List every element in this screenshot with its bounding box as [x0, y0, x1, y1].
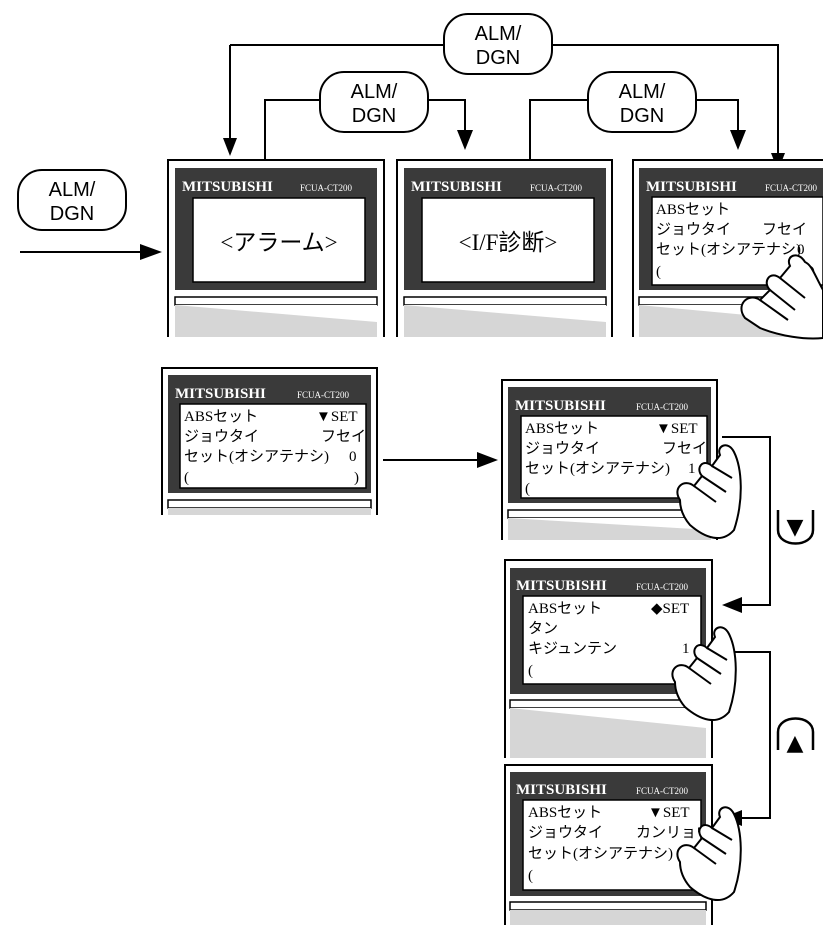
flow-line-inner-2: [529, 99, 739, 170]
flow-line-bracket-1: [722, 436, 771, 606]
arrowhead-inner-1: [457, 130, 473, 150]
alarm-screen-text: <アラーム>: [220, 230, 337, 255]
flow-line-inner-1: [264, 99, 466, 170]
model-label: FCUA-CT200: [636, 582, 689, 592]
model-label: FCUA-CT200: [765, 183, 818, 193]
flow-line-top-outer-h: [230, 44, 779, 165]
dgn-label: DGN: [50, 203, 94, 225]
screen-bracket: (: [656, 264, 661, 280]
up-arrow-icon: ▲: [787, 731, 804, 756]
screen-line: セット(オシアテナシ): [184, 449, 329, 465]
screen-bracket: ): [354, 470, 359, 486]
pointing-hand-icon: [676, 806, 742, 901]
brand-label: MITSUBISHI: [175, 386, 266, 402]
flow-line-bracket-2: [730, 651, 771, 819]
alm-label: ALM/: [475, 23, 522, 45]
brand-label: MITSUBISHI: [516, 782, 607, 798]
screen-line: キジュンテン: [528, 641, 617, 657]
model-label: FCUA-CT200: [636, 402, 689, 412]
screen-bracket: (: [184, 470, 189, 486]
device-if-diagnosis: MITSUBISHI FCUA-CT200 <I/F診断>: [396, 159, 613, 337]
screen-value: フセイ: [321, 429, 366, 445]
arrowhead-row2: [477, 452, 498, 468]
alm-dgn-button-top[interactable]: ALM/ DGN: [443, 13, 553, 75]
screen-line: ABSセット: [656, 202, 730, 218]
arrowhead-top-outer-left: [223, 138, 237, 156]
model-label: FCUA-CT200: [297, 390, 350, 400]
screen-value: 1: [688, 461, 696, 477]
device-alarm: MITSUBISHI FCUA-CT200 <アラーム>: [167, 159, 385, 337]
device-abs-done: MITSUBISHI FCUA-CT200 ABSセット ▼SET ジョウタイ …: [504, 764, 742, 925]
down-arrow-icon: ▼: [787, 515, 804, 540]
brand-label: MITSUBISHI: [411, 179, 502, 195]
brand-label: MITSUBISHI: [515, 398, 606, 414]
screen-line: ジョウタイ: [528, 824, 603, 841]
screen-value: 0: [797, 242, 805, 258]
screen-line: ABSセット: [528, 805, 602, 821]
alm-dgn-button-entry[interactable]: ALM/ DGN: [17, 169, 127, 231]
screen-line: セット(オシアテナシ): [525, 461, 670, 477]
model-label: FCUA-CT200: [636, 786, 689, 796]
device-abs-first: MITSUBISHI FCUA-CT200 ABSセット ジョウタイ フセイ セ…: [632, 159, 823, 340]
screen-value: カンリョウ: [636, 824, 711, 841]
screen-value: 0: [349, 449, 357, 465]
alm-dgn-button-mid-left[interactable]: ALM/ DGN: [319, 71, 429, 133]
screen-line: ジョウタイ: [525, 440, 600, 457]
down-key[interactable]: ▼: [776, 510, 815, 545]
model-label: FCUA-CT200: [530, 183, 583, 193]
alm-label: ALM/: [49, 179, 96, 201]
device-abs-tan: MITSUBISHI FCUA-CT200 ABSセット ◆SET タン キジュ…: [504, 559, 737, 758]
alm-label: ALM/: [351, 81, 398, 103]
screen-line: セット(オシアテナシ): [528, 846, 673, 862]
dgn-label: DGN: [476, 47, 520, 69]
up-key[interactable]: ▲: [776, 717, 815, 757]
arrowhead-bracket-1: [722, 597, 742, 613]
screen-set-indicator: ▼SET: [316, 409, 358, 425]
pointing-hand-icon: [740, 254, 823, 340]
screen-set-indicator: ◆SET: [651, 601, 689, 617]
screen-line: ABSセット: [184, 409, 258, 425]
model-label: FCUA-CT200: [300, 183, 353, 193]
pointing-hand-icon: [676, 444, 742, 539]
brand-label: MITSUBISHI: [646, 179, 737, 195]
screen-line: ABSセット: [528, 601, 602, 617]
screen-set-indicator: ▼SET: [648, 805, 690, 821]
screen-line: ジョウタイ: [656, 221, 731, 238]
device-abs-set-1: MITSUBISHI FCUA-CT200 ABSセット ▼SET ジョウタイ …: [501, 379, 742, 540]
screen-bracket: (: [525, 481, 530, 497]
screen-bracket: (: [528, 868, 533, 884]
alm-label: ALM/: [619, 81, 666, 103]
arrowhead-entry: [140, 244, 162, 260]
screen-value: フセイ: [762, 222, 807, 238]
dgn-label: DGN: [352, 105, 396, 127]
alm-dgn-button-mid-right[interactable]: ALM/ DGN: [587, 71, 697, 133]
screen-value: フセイ: [662, 441, 707, 457]
screen-bracket: (: [528, 663, 533, 679]
screen-line: セット(オシアテナシ): [656, 242, 801, 258]
screen-line: タン: [528, 620, 558, 637]
brand-label: MITSUBISHI: [182, 179, 273, 195]
screen-line: ジョウタイ: [184, 428, 259, 445]
brand-label: MITSUBISHI: [516, 578, 607, 594]
pointing-hand-icon: [671, 626, 737, 721]
device-abs-set-0: MITSUBISHI FCUA-CT200 ABSセット ▼SET ジョウタイ …: [161, 367, 378, 515]
arrowhead-inner-2: [730, 130, 746, 150]
screen-set-indicator: ▼SET: [656, 421, 698, 437]
screen-line: ABSセット: [525, 421, 599, 437]
if-diag-screen-text: <I/F診断>: [459, 230, 558, 255]
screen-value: 1: [682, 641, 690, 657]
dgn-label: DGN: [620, 105, 664, 127]
